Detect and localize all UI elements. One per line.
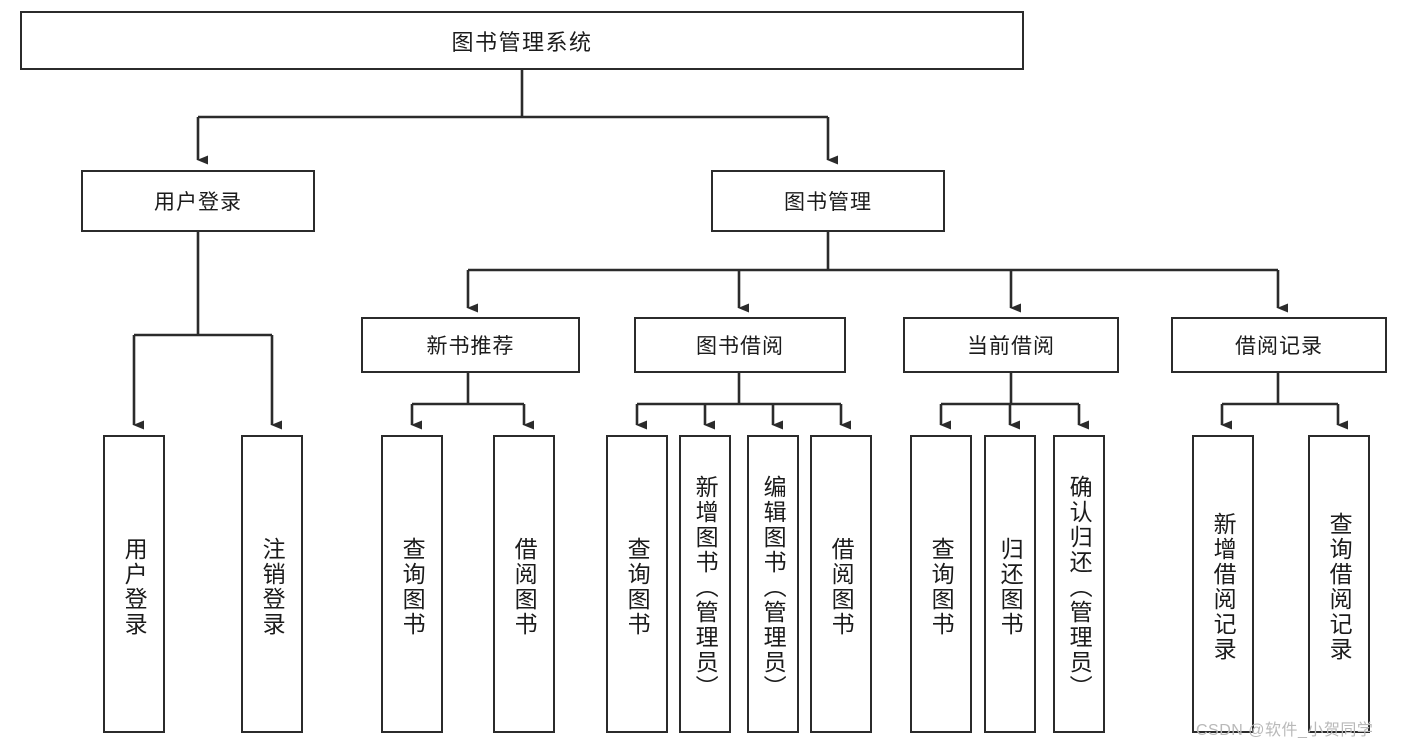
leaf-logout-login-label: 注销登录: [259, 537, 286, 637]
leaf-borrow-books-recommend-label: 借阅图书: [511, 537, 538, 637]
leaf-user-login[interactable]: 用户登录: [103, 435, 165, 733]
leaf-query-books-current-label: 查询图书: [928, 537, 955, 637]
node-current-borrow-label: 当前借阅: [967, 335, 1055, 358]
node-borrow-records[interactable]: 借阅记录: [1171, 317, 1387, 373]
node-new-book-recommend[interactable]: 新书推荐: [361, 317, 580, 373]
leaf-return-books[interactable]: 归还图书: [984, 435, 1036, 733]
leaf-query-borrow-record[interactable]: 查询借阅记录: [1308, 435, 1370, 733]
leaf-query-books-borrow[interactable]: 查询图书: [606, 435, 668, 733]
leaf-edit-book-admin-label: 编辑图书（管理员）: [760, 474, 787, 700]
leaf-add-book-admin-label: 新增图书（管理员）: [692, 474, 719, 700]
node-root[interactable]: 图书管理系统: [20, 11, 1024, 70]
leaf-borrow-books-recommend[interactable]: 借阅图书: [493, 435, 555, 733]
leaf-add-borrow-record-label: 新增借阅记录: [1210, 512, 1237, 662]
node-new-book-recommend-label: 新书推荐: [426, 335, 515, 358]
node-user-login[interactable]: 用户登录: [81, 170, 315, 232]
leaf-add-borrow-record[interactable]: 新增借阅记录: [1192, 435, 1254, 733]
leaf-logout-login[interactable]: 注销登录: [241, 435, 303, 733]
leaf-confirm-return-admin[interactable]: 确认归还（管理员）: [1053, 435, 1105, 733]
node-root-label: 图书管理系统: [451, 29, 593, 55]
node-book-management-label: 图书管理: [784, 191, 872, 214]
node-book-borrow-label: 图书借阅: [696, 335, 784, 358]
leaf-borrow-books[interactable]: 借阅图书: [810, 435, 872, 733]
leaf-confirm-return-admin-label: 确认归还（管理员）: [1066, 474, 1093, 700]
leaf-query-borrow-record-label: 查询借阅记录: [1326, 512, 1353, 662]
node-current-borrow[interactable]: 当前借阅: [903, 317, 1119, 373]
leaf-user-login-label: 用户登录: [121, 537, 148, 637]
leaf-borrow-books-label: 借阅图书: [828, 537, 855, 637]
leaf-add-book-admin[interactable]: 新增图书（管理员）: [679, 435, 731, 733]
leaf-query-books-recommend[interactable]: 查询图书: [381, 435, 443, 733]
watermark: CSDN @软件_小贺同学: [1196, 722, 1374, 739]
node-book-borrow[interactable]: 图书借阅: [634, 317, 846, 373]
leaf-edit-book-admin[interactable]: 编辑图书（管理员）: [747, 435, 799, 733]
leaf-query-books-current[interactable]: 查询图书: [910, 435, 972, 733]
leaf-query-books-borrow-label: 查询图书: [624, 537, 651, 637]
node-user-login-label: 用户登录: [154, 191, 242, 214]
node-book-management[interactable]: 图书管理: [711, 170, 945, 232]
leaf-return-books-label: 归还图书: [997, 537, 1024, 637]
leaf-query-books-recommend-label: 查询图书: [399, 537, 426, 637]
node-borrow-records-label: 借阅记录: [1235, 335, 1323, 358]
